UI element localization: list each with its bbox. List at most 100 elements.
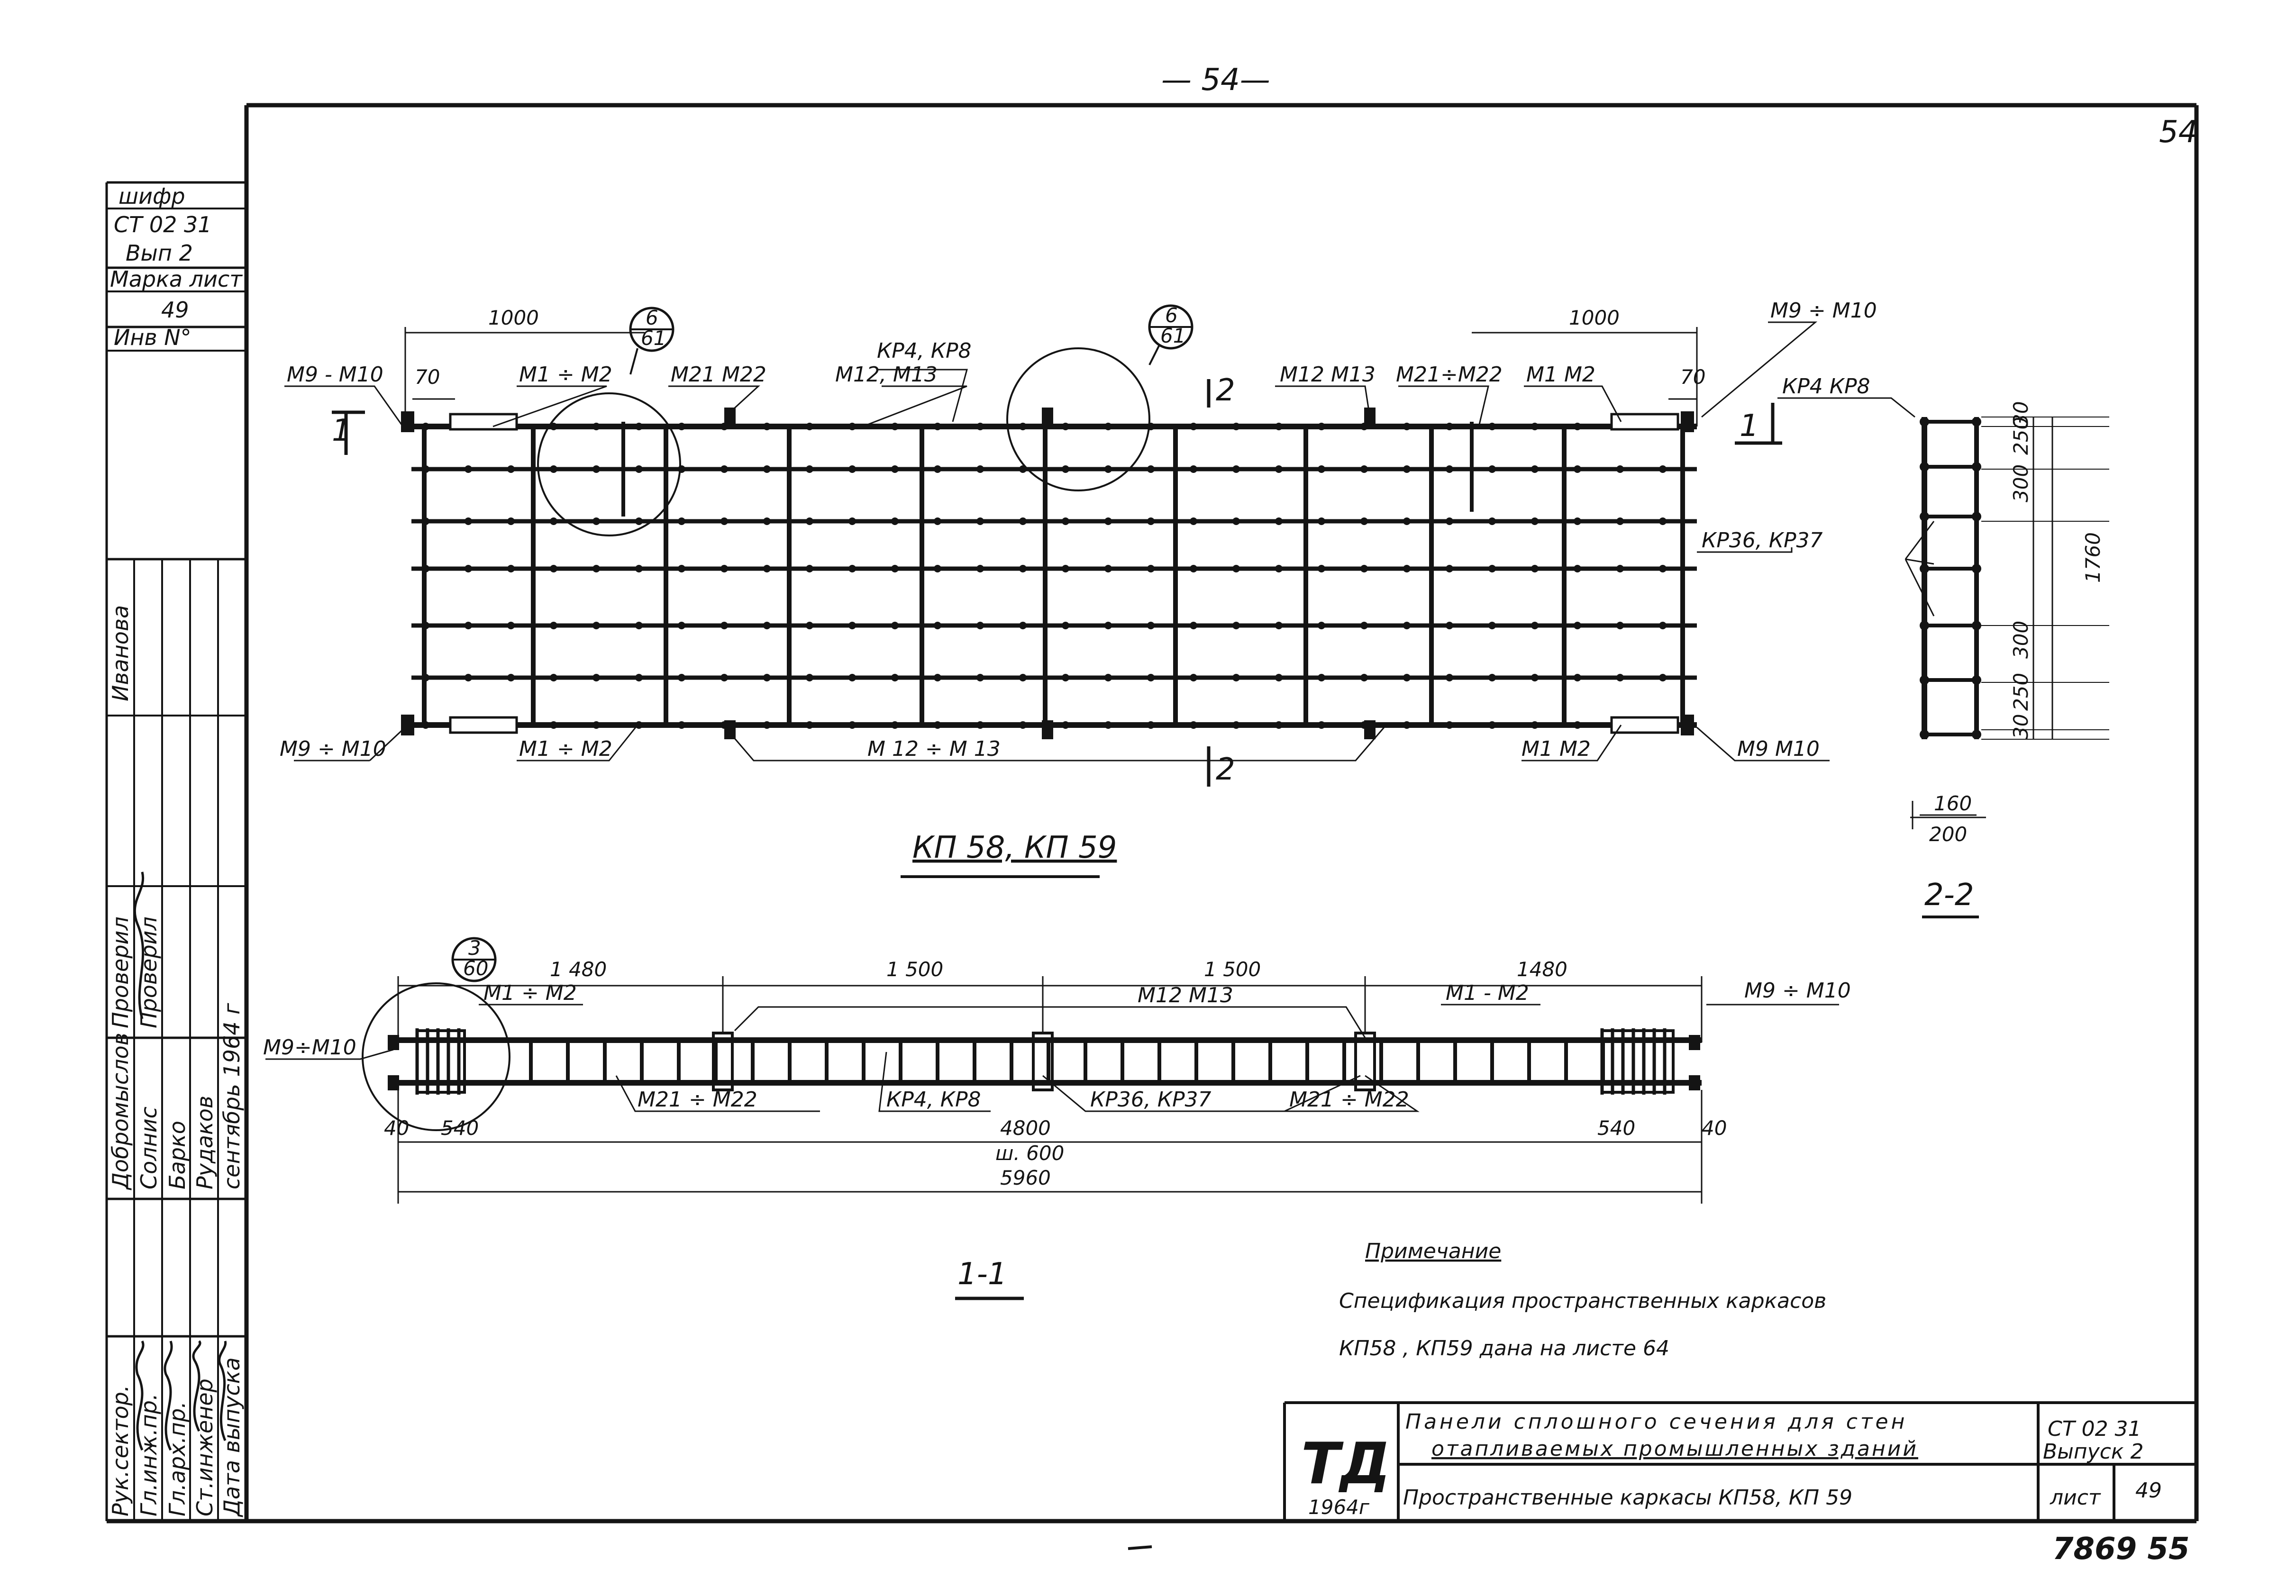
plan-bar-node: [1446, 622, 1453, 629]
plan-callout-m9-m10-tr: М9 ÷ М10: [1770, 299, 1877, 323]
plan-bar-node: [1147, 565, 1155, 572]
sec11-callout-m9-m10-r: М9 ÷ М10: [1744, 979, 1851, 1003]
sec22-node: [1920, 512, 1929, 521]
plan-bar-node: [1531, 622, 1539, 629]
plan-callout-m1-m2-bl: М1 ÷ М2: [519, 737, 612, 761]
plan-dimensions: [404, 327, 1698, 426]
plan-bar-node: [1403, 674, 1411, 681]
plan-bar-node: [1488, 721, 1496, 729]
detail-ref-2-top: 6: [1165, 304, 1178, 327]
plan-bar-node: [1574, 423, 1581, 430]
plan-bar-node: [891, 622, 899, 629]
plan-bar-node: [1318, 622, 1325, 629]
sec11-callout-m1-m2-l: М1 ÷ М2: [483, 981, 577, 1005]
sec11-callout-m9-m10-l: М9÷М10: [263, 1035, 356, 1060]
plan-bar-node: [678, 565, 685, 572]
plan-bar-node: [1318, 565, 1325, 572]
note-title: Примечание: [1365, 1239, 1501, 1263]
plan-bar-node: [763, 721, 771, 729]
plan-bar-node: [1147, 622, 1155, 629]
plan-bar-node: [976, 721, 984, 729]
archive-number: 7869 55: [2052, 1532, 2189, 1567]
section-2-bottom-mark: 2: [1216, 752, 1235, 787]
note-line-1: Спецификация пространственных каркасов: [1339, 1289, 1826, 1313]
plan-bar-node: [720, 622, 728, 629]
sec22-width-outer: 200: [1929, 823, 1967, 846]
detail-circle-mid: [1006, 347, 1150, 491]
plan-bar-node: [1232, 565, 1240, 572]
plan-bar-node: [1062, 517, 1069, 525]
plan-bar-node: [550, 517, 557, 525]
plan-bar-node: [1104, 423, 1112, 430]
plan-bar-node: [550, 423, 557, 430]
plan-bar-node: [1232, 622, 1240, 629]
plan-bar-node: [465, 465, 472, 473]
plan-bar-node: [1616, 565, 1624, 572]
section-2-2-title: 2-2: [1924, 878, 1974, 913]
plan-callout-m12-m13-t: М12, М13: [835, 363, 938, 387]
stamp-person-4: Солнис: [136, 1106, 162, 1189]
plan-bar-node: [550, 674, 557, 681]
bottom-mark: [1128, 1545, 1152, 1550]
detail-circles: [362, 347, 1150, 1131]
corner-number: 54: [2159, 115, 2197, 150]
sec11-dim-top-0: 1 480: [550, 958, 607, 981]
plan-bar-node: [1531, 465, 1539, 473]
stamp-person-3: Добромыслов: [108, 1033, 133, 1190]
sec11-end-block: [416, 1029, 466, 1094]
detail-ref-1-bottom: 61: [641, 326, 666, 350]
sec11-end-plate: [1689, 1075, 1700, 1090]
plan-corner-element: [1681, 715, 1694, 735]
stamp-cipher-value-1: СТ 02 31: [114, 212, 212, 237]
plan-bar-node: [1531, 517, 1539, 525]
plan-bar-node: [1531, 565, 1539, 572]
signatures: [133, 871, 227, 1451]
plan-anchor: [1042, 408, 1053, 426]
plan-bar-node: [1531, 674, 1539, 681]
title-line-2: отапливаемых промышленных зданий: [1431, 1437, 1918, 1461]
sec22-dim-label: 30: [2009, 714, 2032, 739]
plan-bar-node: [507, 622, 515, 629]
plan-bar-node: [1403, 465, 1411, 473]
title-block: [1283, 1401, 2196, 1521]
plan-bar-node: [635, 517, 643, 525]
page-top-number: — 54—: [1161, 63, 1270, 98]
plan-leaders: [284, 321, 1830, 762]
detail-ref-3-top: 3: [468, 936, 481, 960]
plan-callout-m21-m22-t: М21 М22: [671, 363, 766, 387]
plan-bar-node: [1062, 622, 1069, 629]
plan-bar-node: [934, 465, 941, 473]
plan-embedded-plate: [1610, 716, 1679, 734]
plan-corner-element: [1681, 411, 1694, 432]
plan-bar-node: [806, 565, 813, 572]
plan-bar-node: [763, 622, 771, 629]
plan-callout-m9-m10-br: М9 М10: [1737, 737, 1820, 761]
plan-bar-node: [1403, 721, 1411, 729]
plan-bar-node: [1360, 465, 1368, 473]
plan-bar-node: [848, 465, 856, 473]
plan-bar-node: [1360, 517, 1368, 525]
plan-callout-m12-m13-b: М 12 ÷ М 13: [867, 737, 1001, 761]
plan-bar-node: [806, 423, 813, 430]
detail-circle-left: [537, 392, 681, 536]
plan-bar-node: [1318, 465, 1325, 473]
plan-bar-node: [592, 465, 600, 473]
sec11-end-block: [1601, 1029, 1675, 1094]
plan-bar-node: [720, 565, 728, 572]
plan-bar-node: [550, 565, 557, 572]
plan-bar-node: [465, 517, 472, 525]
stamp-person-7: сентябрь 1964 г: [219, 1003, 245, 1189]
plan-bar-node: [678, 721, 685, 729]
title-code-2: Выпуск 2: [2043, 1440, 2143, 1464]
section-1-1-drawing: [388, 1028, 1702, 1095]
sec11-end-plate: [388, 1035, 399, 1050]
detail-ref-1: 6 61: [629, 306, 674, 375]
plan-bar-node: [1147, 517, 1155, 525]
plan-bar-node: [465, 565, 472, 572]
plan-bar-node: [1574, 721, 1581, 729]
stamp-rotated-texts: Иванова Проверил Проверил Добромыслов Со…: [108, 605, 245, 1517]
plan-bar-node: [720, 465, 728, 473]
plan-bar-node: [1104, 517, 1112, 525]
stamp-person-1: Проверил: [108, 916, 133, 1028]
section-2-2-drawing: [1920, 417, 1981, 739]
